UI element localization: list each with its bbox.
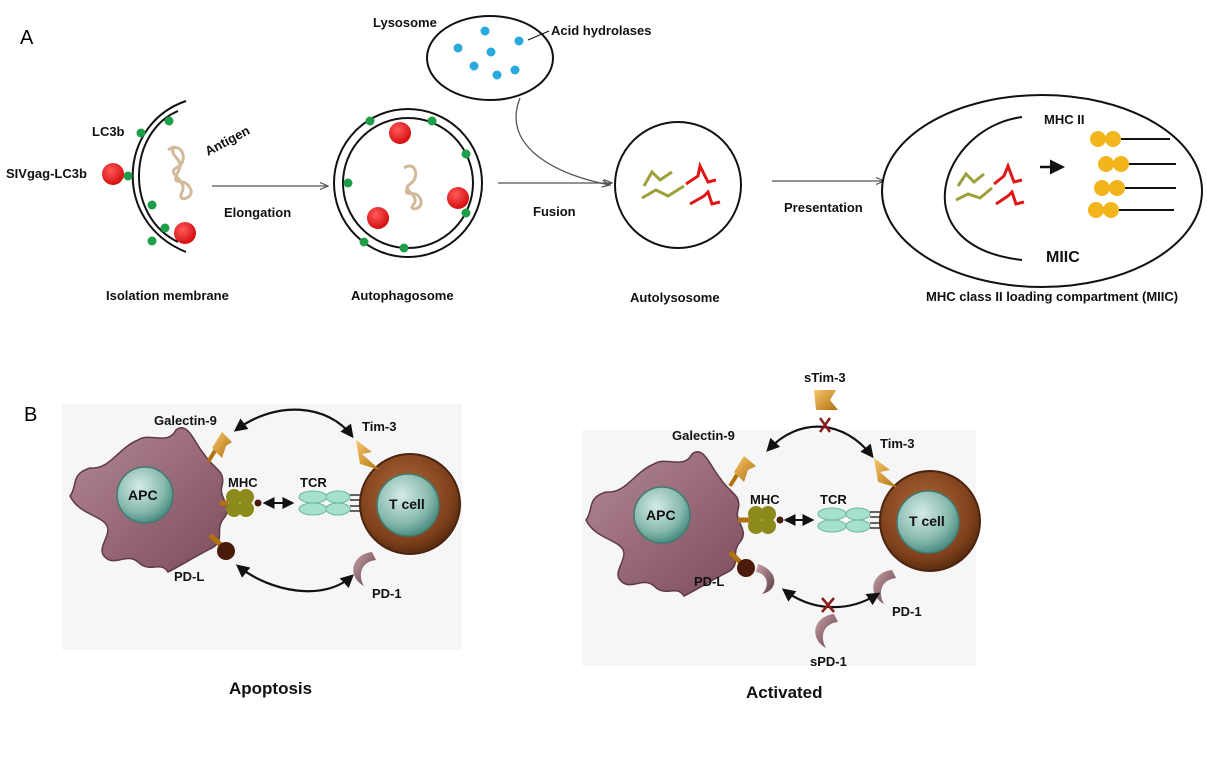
left-pdl-label: PD-L (174, 569, 204, 584)
isolation-membrane (102, 100, 196, 253)
mhc-molecule (748, 506, 776, 534)
sivgag-lc3b-particle (102, 163, 124, 185)
autolysosome (614, 121, 742, 249)
galectin-tim3-arrow (766, 425, 874, 459)
left-apc-label: APC (128, 487, 158, 503)
antigen-squiggle (167, 145, 193, 201)
left-tcell-label: T cell (389, 496, 425, 512)
miic-label: MIIC (1046, 249, 1080, 266)
lc3b-label: LC3b (92, 124, 125, 139)
apc-nucleus (116, 466, 174, 524)
right-tim3-label: Tim-3 (880, 436, 914, 451)
activated-caption: Activated (746, 683, 823, 702)
acid-hydrolases-label: Acid hydrolases (551, 23, 651, 38)
miic-caption: MHC class II loading compartment (MIIC) (926, 289, 1178, 304)
lc3b-dots (123, 116, 174, 246)
activated-diagram (582, 390, 981, 666)
tcr-molecule (817, 507, 871, 533)
right-pdl-label: PD-L (694, 574, 724, 589)
blocked-cross-icon (818, 417, 832, 433)
bound-spd1-molecule (756, 564, 775, 594)
pd1-molecule (353, 552, 376, 586)
presentation-label: Presentation (784, 200, 863, 215)
left-mhc-label: MHC (228, 475, 258, 490)
lysosome-label: Lysosome (373, 15, 437, 30)
autophagosome-caption: Autophagosome (351, 288, 454, 303)
acid-hydrolase-dots (453, 26, 524, 80)
pdl-molecule (737, 559, 755, 577)
elongation-label: Elongation (224, 205, 291, 220)
mhc-molecule (226, 489, 254, 517)
fusion-label: Fusion (533, 204, 576, 219)
left-galectin9-label: Galectin-9 (154, 413, 217, 428)
tcell-nucleus (896, 490, 960, 554)
apoptosis-diagram (62, 404, 462, 650)
galectin9-molecule (212, 432, 232, 458)
apoptosis-caption: Apoptosis (229, 679, 312, 698)
left-tim3-label: Tim-3 (362, 419, 396, 434)
right-pd1-label: PD-1 (892, 604, 922, 619)
miic-compartment (881, 94, 1203, 288)
isolation-membrane-caption: Isolation membrane (106, 288, 229, 303)
right-spd1-label: sPD-1 (810, 654, 847, 669)
mhc-ii-molecules (1088, 131, 1129, 218)
autolysosome-caption: Autolysosome (630, 290, 720, 305)
spd1-molecule (815, 614, 838, 648)
lysosome-to-autolysosome-arrow (515, 97, 610, 185)
right-tcr-label: TCR (820, 492, 847, 507)
sivgag-lc3b-label: SIVgag-LC3b (6, 166, 87, 181)
left-tcr-label: TCR (300, 475, 327, 490)
right-apc-label: APC (646, 507, 676, 523)
right-mhc-label: MHC (750, 492, 780, 507)
right-tcell-label: T cell (909, 513, 945, 529)
galectin-tim3-arrow (233, 408, 354, 439)
right-galectin9-label: Galectin-9 (672, 428, 735, 443)
left-pd1-label: PD-1 (372, 586, 402, 601)
autophagosome (333, 108, 483, 258)
antigen-label: Antigen (202, 123, 252, 159)
lysosome (426, 15, 554, 101)
sivgag-lc3b-particle (174, 222, 196, 244)
apc-nucleus (633, 486, 691, 544)
galectin9-molecule (734, 456, 756, 482)
tim3-molecule (874, 458, 898, 488)
tim3-molecule (356, 440, 380, 470)
stim3-molecule (814, 390, 838, 410)
panel-a-letter: A (20, 27, 34, 49)
mhc-ii-label: MHC II (1044, 112, 1084, 127)
tcr-molecule (298, 490, 351, 516)
pdl-pd1-arrow (235, 564, 354, 593)
blocked-cross-icon (821, 597, 835, 613)
tcell-nucleus (376, 473, 440, 537)
right-stim3-label: sTim-3 (804, 370, 846, 385)
pdl-molecule (217, 542, 235, 560)
panel-b-letter: B (24, 404, 37, 426)
